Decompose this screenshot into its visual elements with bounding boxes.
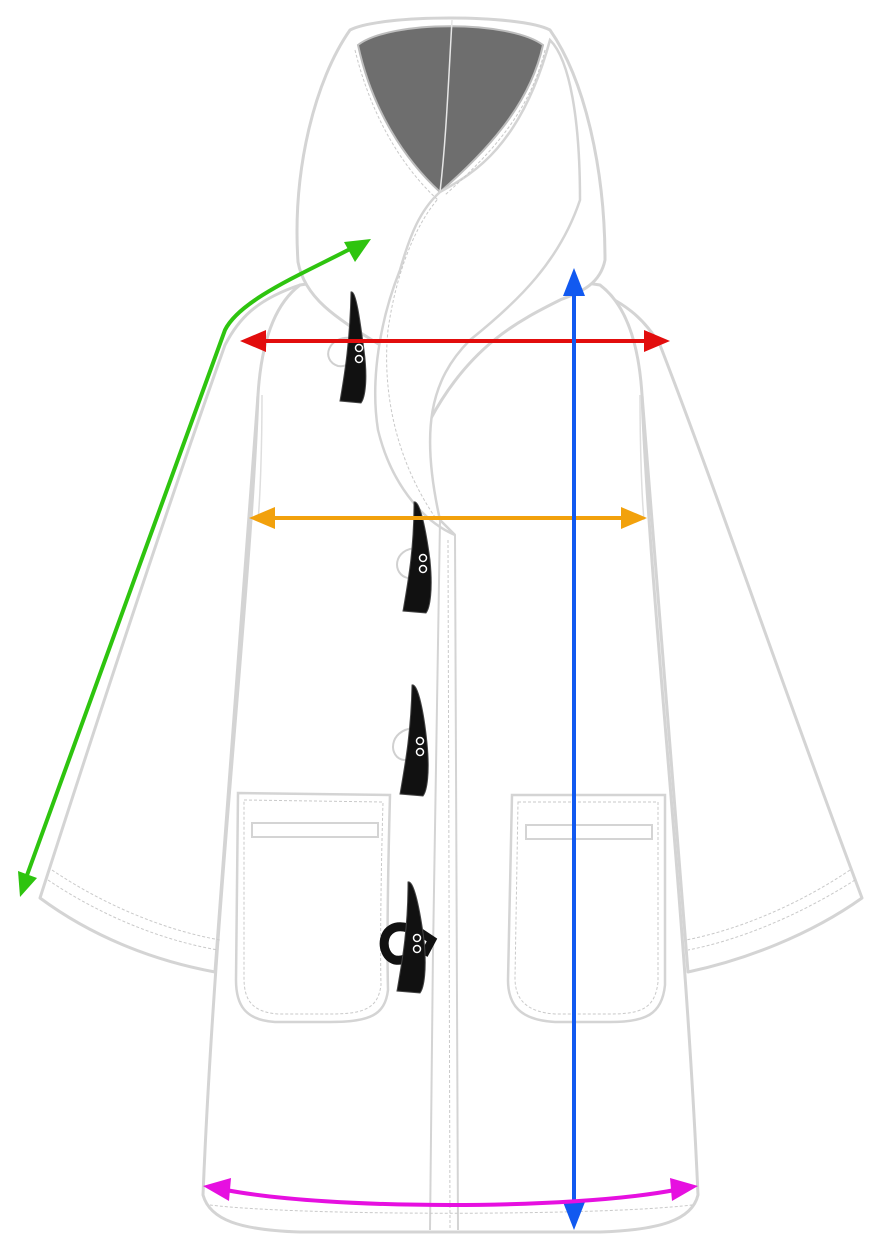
toggle-1 — [339, 291, 367, 404]
left-pocket — [234, 791, 392, 1024]
hood-stitch-right — [444, 49, 546, 196]
hood-stitch-left — [354, 49, 439, 201]
double-headed-arrow-icon — [563, 268, 585, 296]
torso — [201, 268, 700, 1234]
toggle-button-icon — [399, 684, 429, 797]
hem-stitch — [209, 1204, 693, 1214]
collar-stitch — [386, 199, 438, 521]
right-pocket — [506, 793, 667, 1024]
double-headed-arrow-icon — [203, 1178, 231, 1201]
toggle-4 — [396, 881, 426, 994]
left-sleeve — [38, 283, 302, 974]
hood-lining — [356, 25, 545, 194]
collar — [373, 37, 582, 537]
sleeve-hem-stitch — [47, 869, 856, 951]
hem-width-arrow — [203, 1178, 698, 1207]
front-placket — [429, 519, 459, 1231]
length-arrow — [563, 268, 585, 1230]
double-headed-arrow-icon — [249, 507, 275, 529]
chest-width-arrow — [240, 330, 670, 352]
hood-seam — [439, 19, 453, 193]
double-headed-arrow-icon — [240, 330, 266, 352]
right-sleeve — [578, 283, 864, 974]
side-seams — [257, 394, 645, 521]
toggle-button-icon — [396, 881, 426, 994]
sleeve-length-arrow — [18, 239, 371, 897]
waist-width-arrow — [249, 507, 647, 529]
double-headed-arrow-icon — [344, 239, 371, 262]
toggle-3 — [399, 684, 429, 797]
toggle-button-icon — [339, 291, 367, 404]
toggle-button-icon — [402, 501, 432, 614]
toggle-2 — [402, 501, 432, 614]
